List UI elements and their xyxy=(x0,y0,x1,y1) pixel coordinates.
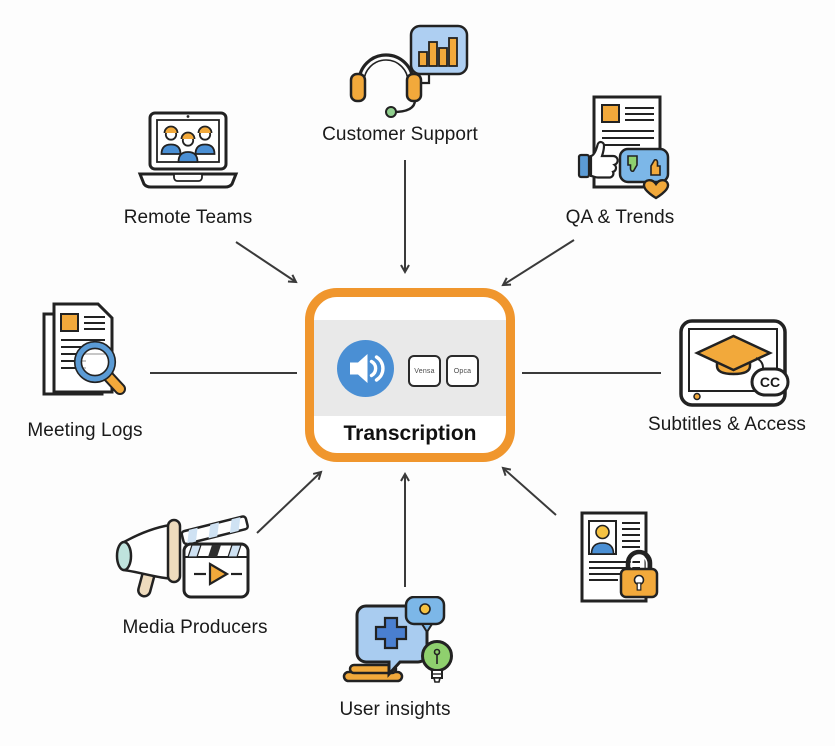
arrow-bottom-right xyxy=(501,466,557,516)
engine-chip-vensa: Vensa xyxy=(408,355,441,387)
arrow-top-left xyxy=(235,241,298,284)
engine-chip-opca: Opca xyxy=(446,355,479,387)
node-label-user-insights: User insights xyxy=(339,699,451,720)
center-title: Transcription xyxy=(343,422,477,445)
node-label-meeting-logs: Meeting Logs xyxy=(27,420,143,441)
headset-chart-icon xyxy=(345,24,471,120)
megaphone-clapperboard-icon xyxy=(110,503,252,602)
tablet-graduation-cc-icon: CC xyxy=(678,316,790,412)
document-magnifier-icon xyxy=(36,300,142,402)
chat-plus-lightbulb-icon xyxy=(338,595,460,694)
speaker-icon xyxy=(337,340,394,397)
feedback-document-icon xyxy=(570,93,682,205)
node-label-subtitles-access: Subtitles & Access xyxy=(647,414,807,435)
arrow-bottom-left xyxy=(256,470,323,534)
arrow-top-right xyxy=(501,239,575,287)
node-label-qa-trends: QA & Trends xyxy=(565,207,675,228)
node-label-remote-teams: Remote Teams xyxy=(123,207,253,228)
node-label-customer-support: Customer Support xyxy=(322,124,478,145)
document-lock-icon xyxy=(570,510,664,608)
cc-badge-text: CC xyxy=(760,374,780,390)
center-node-transcription: Vensa Opca Transcription xyxy=(305,288,515,462)
node-label-media-producers: Media Producers xyxy=(122,617,268,638)
laptop-team-icon xyxy=(130,110,245,200)
